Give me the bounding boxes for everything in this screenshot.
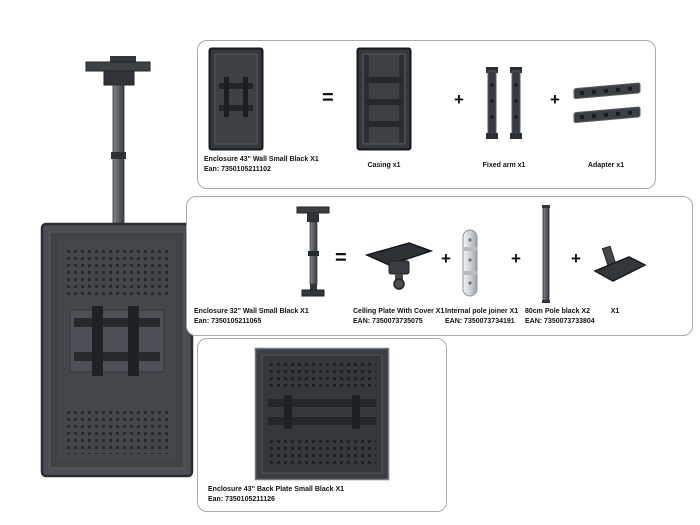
main-ceiling-enclosure-image [40, 56, 194, 478]
product-name: Enclosure 43" Back Plate Small Black X1 [208, 486, 345, 493]
product-name: Enclosure 43" Wall Small Black X1 [204, 156, 319, 163]
equals-sign: = [322, 87, 334, 109]
adapter-label: Adapter x1 [587, 162, 625, 169]
product-name: Enclosure 32" Wall Small Black X1 [194, 308, 309, 315]
pole-80cm-label: 80cm Pole black X2 EAN: 7350073733804 [525, 307, 595, 327]
pole-kit-image [296, 206, 330, 297]
part-ean: EAN: 7350073733804 [525, 317, 595, 325]
adapter-image [573, 82, 641, 123]
enclosure-32-wall-label: Enclosure 32" Wall Small Black X1 Ean: 7… [194, 307, 309, 327]
part-ean: EAN: 7350073735075 [353, 317, 423, 325]
pole-80cm-image [542, 205, 550, 303]
enclosure-43-wall-image [208, 47, 264, 151]
part-name: Internal pole joiner X1 [445, 308, 519, 315]
product-ean: Ean: 7350105211102 [204, 165, 271, 173]
plus-sign: + [441, 249, 451, 268]
part-name: Celling Plate With Cover X1 [353, 308, 445, 315]
part-name: 80cm Pole black X2 [525, 308, 590, 315]
casing-image [356, 47, 412, 151]
bundle-box-backplate-43: Enclosure 43" Back Plate Small Black X1 … [197, 338, 447, 512]
fixed-arm-image [486, 67, 522, 139]
casing-label: Casing x1 [367, 162, 401, 169]
part-ean: EAN: 7350073734191 [445, 317, 515, 325]
back-plate-image [254, 347, 390, 481]
wall-plate-image [593, 245, 647, 282]
plus-sign: + [571, 249, 581, 268]
pole-joiner-image [462, 229, 478, 297]
wall-plate-label: X1 [610, 308, 620, 315]
equals-sign: = [335, 247, 347, 269]
ceiling-plate-label: Celling Plate With Cover X1 EAN: 7350073… [353, 307, 444, 327]
plus-sign: + [511, 249, 521, 268]
plus-sign: + [454, 90, 464, 109]
backplate-43-label: Enclosure 43" Back Plate Small Black X1 … [208, 485, 344, 505]
enclosure-43-wall-label: Enclosure 43" Wall Small Black X1 Ean: 7… [204, 155, 319, 175]
bundle-box-enclosure-32-wall: Enclosure 32" Wall Small Black X1 Ean: 7… [186, 196, 693, 336]
plus-sign: + [550, 90, 560, 109]
product-ean: Ean: 7350105211065 [194, 317, 262, 325]
ceiling-plate-image [364, 242, 434, 290]
fixed-arm-label: Fixed arm x1 [482, 162, 526, 169]
pole-joiner-label: Internal pole joiner X1 EAN: 73500737341… [445, 307, 518, 327]
product-ean: Ean: 7350105211126 [208, 495, 275, 503]
bundle-box-enclosure-43-wall: Enclosure 43" Wall Small Black X1 Ean: 7… [197, 40, 656, 189]
